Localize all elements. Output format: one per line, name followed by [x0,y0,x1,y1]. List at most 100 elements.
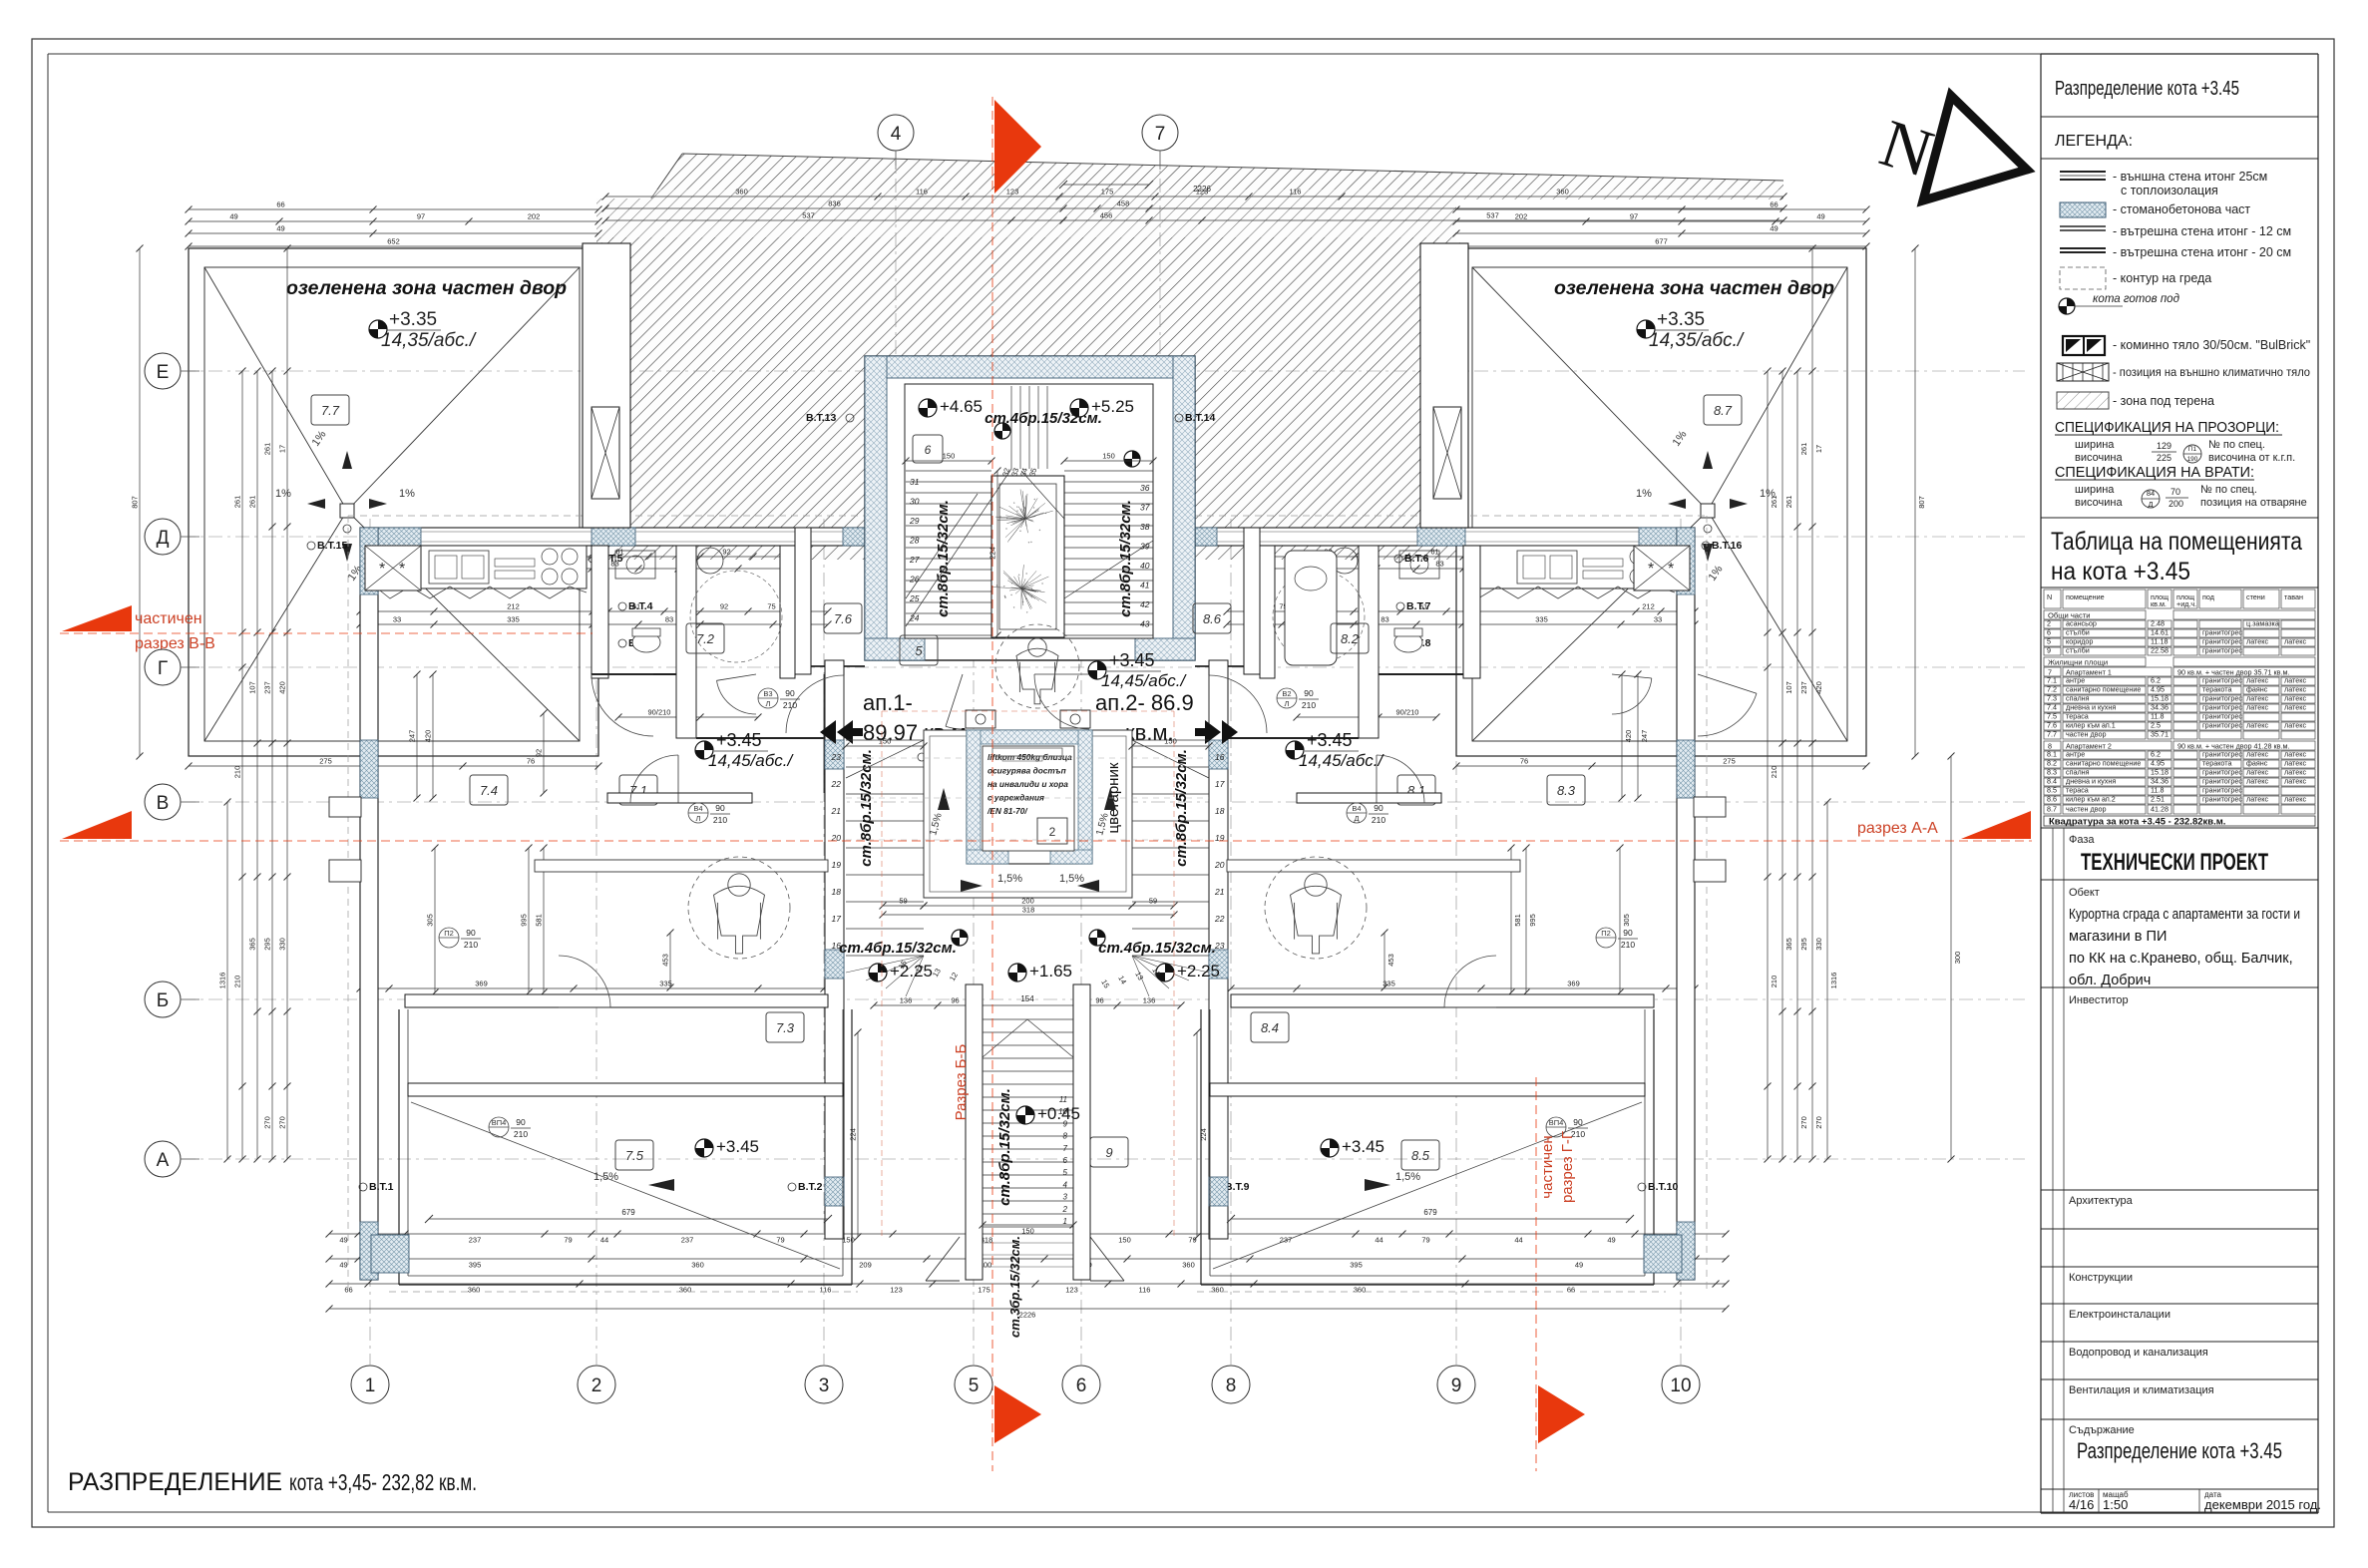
svg-text:96: 96 [951,996,959,1005]
svg-text:123: 123 [890,1286,903,1295]
svg-text:97: 97 [417,212,425,221]
svg-text:В.Т.16: В.Т.16 [1712,540,1742,552]
svg-text:ст.4бр.15/32см.: ст.4бр.15/32см. [839,940,957,957]
svg-text:гранитогрес: гранитогрес [2202,750,2242,759]
svg-text:латекс: латекс [2284,750,2306,759]
svg-text:75: 75 [767,602,775,611]
svg-text:33: 33 [1009,467,1020,477]
svg-text:7.1: 7.1 [2047,676,2057,685]
svg-text:49: 49 [1816,212,1824,221]
svg-text:44: 44 [1375,1236,1382,1245]
svg-text:200: 200 [980,1261,992,1270]
svg-text:+3.35: +3.35 [1657,309,1705,330]
svg-text:19: 19 [1215,833,1225,843]
svg-text:369: 369 [1567,980,1580,988]
svg-text:49: 49 [1770,224,1777,233]
svg-text:300: 300 [1953,952,1962,965]
svg-text:+3.45: +3.45 [716,730,762,750]
svg-text:44: 44 [600,1236,608,1245]
svg-text:123: 123 [1065,1286,1078,1295]
svg-text:107: 107 [1784,681,1793,694]
svg-text:8.2: 8.2 [1341,631,1360,646]
svg-text:136: 136 [1143,996,1156,1005]
svg-text:гранитогрес: гранитогрес [2202,768,2242,777]
svg-text:24: 24 [909,613,920,623]
svg-text:360: 360 [1556,188,1569,196]
svg-text:12: 12 [948,971,960,982]
svg-text:210: 210 [1571,1129,1585,1139]
svg-text:49: 49 [339,1261,347,1270]
svg-text:270: 270 [263,1116,272,1129]
svg-text:652: 652 [387,237,400,246]
svg-text:7: 7 [1063,1144,1068,1153]
svg-text:237: 237 [469,1236,482,1245]
svg-text:частен двор: частен двор [2066,730,2106,739]
svg-text:В.Т.7: В.Т.7 [1406,600,1431,612]
svg-text:75: 75 [1279,602,1287,611]
svg-text:+4.65: +4.65 [940,397,983,416]
svg-text:с топлоизолация: с топлоизолация [2121,184,2218,197]
svg-text:6: 6 [2047,628,2051,637]
svg-text:В.Т.4: В.Т.4 [628,600,653,612]
svg-text:210: 210 [514,1129,528,1139]
svg-text:150: 150 [1102,452,1115,461]
svg-text:14,35/абс./: 14,35/абс./ [1649,330,1745,351]
svg-text:гранитогрес: гранитогрес [2202,628,2242,637]
svg-text:209: 209 [859,1261,872,1270]
svg-text:335: 335 [507,615,520,624]
svg-text:7.3: 7.3 [2047,694,2057,703]
svg-text:369: 369 [475,980,488,988]
svg-text:21: 21 [831,806,842,816]
svg-text:15.18: 15.18 [2151,768,2169,777]
svg-text:107: 107 [248,681,257,694]
svg-text:261: 261 [248,496,257,509]
svg-text:В4: В4 [693,804,702,813]
svg-text:ширина: ширина [2075,484,2115,496]
svg-text:В.Т.14: В.Т.14 [1185,412,1215,424]
svg-text:20: 20 [831,833,842,843]
svg-text:7.2: 7.2 [2047,685,2057,694]
svg-text:90 кв.м. + частен двор 41.28 к: 90 кв.м. + частен двор 41.28 кв.м. [2177,742,2289,751]
svg-text:Апартамент 2: Апартамент 2 [2066,742,2112,751]
svg-text:275: 275 [1723,757,1736,766]
svg-text:8: 8 [1226,1375,1237,1396]
svg-text:11.8: 11.8 [2151,786,2164,795]
svg-text:N: N [2047,592,2052,601]
svg-text:49: 49 [229,212,237,221]
svg-text:кота +3,45- 232,82 кв.м.: кота +3,45- 232,82 кв.м. [289,1469,477,1495]
svg-text:679: 679 [1423,1208,1437,1217]
svg-text:22: 22 [1214,914,1225,924]
svg-text:360: 360 [468,1286,481,1295]
svg-text:4: 4 [1063,1180,1068,1189]
svg-text:*: * [1648,561,1654,578]
svg-text:14,35/абс./: 14,35/абс./ [381,330,477,351]
svg-text:А: А [157,1150,170,1171]
svg-text:210: 210 [1770,976,1778,988]
svg-text:210: 210 [464,940,478,950]
svg-text:90: 90 [1304,688,1314,698]
svg-text:14: 14 [914,963,926,975]
svg-text:34.36: 34.36 [2151,777,2169,786]
svg-text:49: 49 [276,224,284,233]
svg-text:29: 29 [909,516,920,526]
svg-text:СПЕЦИФИКАЦИЯ НА ВРАТИ:: СПЕЦИФИКАЦИЯ НА ВРАТИ: [2055,465,2254,481]
svg-text:49: 49 [1607,1236,1615,1245]
svg-text:латекс: латекс [2246,703,2268,712]
svg-text:4.95: 4.95 [2151,759,2165,768]
svg-text:Д: Д [157,528,170,549]
svg-text:42: 42 [1140,599,1150,609]
svg-text:3: 3 [819,1375,830,1396]
svg-text:гранитогрес: гранитогрес [2202,637,2242,646]
svg-text:7.4: 7.4 [2047,703,2057,712]
svg-text:212: 212 [507,602,520,611]
svg-text:61: 61 [615,548,623,557]
svg-text:14: 14 [1116,975,1128,986]
svg-text:частичен: частичен [135,610,202,627]
svg-text:453: 453 [1386,954,1395,967]
svg-text:2: 2 [1049,825,1056,839]
svg-text:37: 37 [1140,503,1150,513]
svg-text:22: 22 [831,779,842,789]
svg-text:листов: листов [2069,1490,2094,1499]
svg-text:коридор: коридор [2066,637,2093,646]
svg-text:123: 123 [1196,188,1209,196]
